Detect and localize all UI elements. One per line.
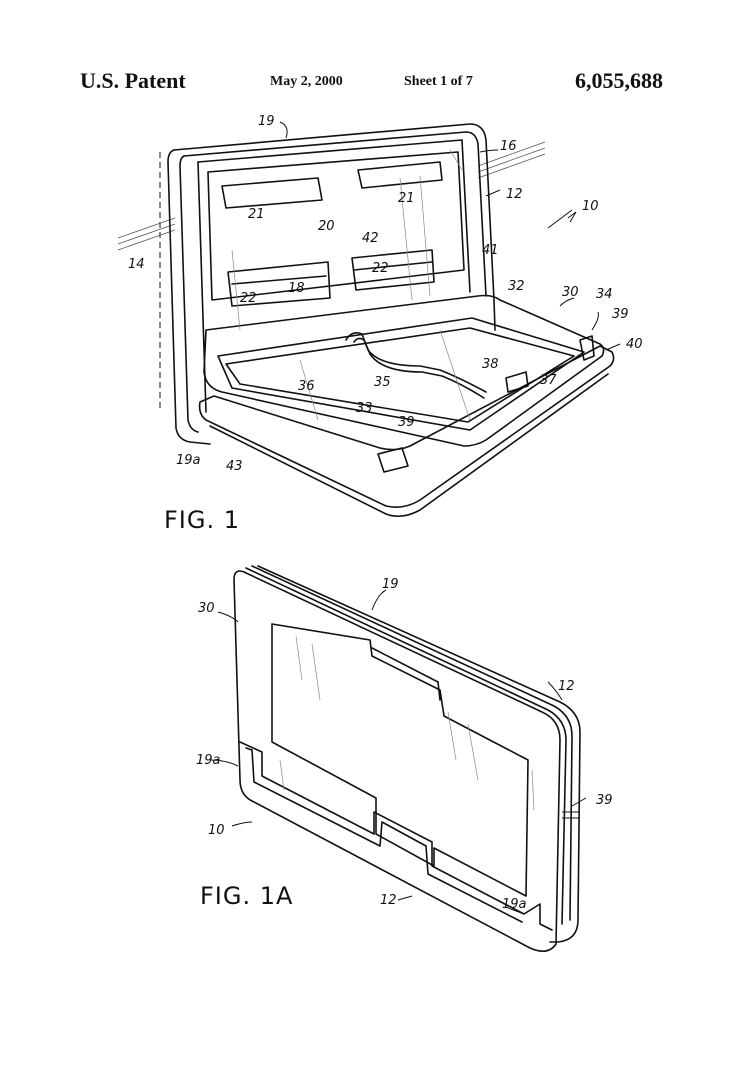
patent-header-sheet: Sheet 1 of 7 bbox=[404, 74, 473, 89]
safety-strap-35-inner bbox=[353, 337, 485, 399]
wall-hatching-right bbox=[477, 141, 546, 179]
bed-tray-outer bbox=[203, 294, 605, 447]
stepped-edge-19a bbox=[239, 741, 553, 931]
ref-1a-12-bottom: 12 bbox=[380, 893, 397, 908]
hinge-39-front bbox=[377, 447, 409, 473]
ref-14: 14 bbox=[128, 257, 145, 272]
ref-32: 32 bbox=[508, 279, 525, 294]
ref-22-right: 22 bbox=[372, 261, 389, 276]
ref-39-front: 39 bbox=[398, 415, 415, 430]
frame-layer-back-1 bbox=[245, 567, 567, 925]
ref-37: 37 bbox=[540, 373, 557, 388]
leader-lines-fig1 bbox=[279, 121, 621, 351]
ref-21-right: 21 bbox=[398, 191, 415, 206]
ref-20: 20 bbox=[318, 219, 335, 234]
frame-layer-back-3 bbox=[257, 565, 581, 943]
front-panel-30 bbox=[233, 570, 561, 952]
bed-tray-floor bbox=[225, 327, 575, 423]
ref-19: 19 bbox=[258, 114, 275, 129]
latch-38 bbox=[505, 371, 529, 393]
ref-40: 40 bbox=[626, 337, 643, 352]
frame-outer-left bbox=[167, 149, 211, 445]
hinge-39-right bbox=[579, 335, 595, 361]
figure-1-label: FIG. 1 bbox=[164, 506, 240, 534]
recess-edge-top bbox=[197, 139, 471, 293]
ref-1a-12: 12 bbox=[558, 679, 575, 694]
ref-42: 42 bbox=[362, 231, 379, 246]
base-plate-edge-43 bbox=[209, 373, 609, 518]
leader-arrow-10 bbox=[567, 211, 577, 223]
pocket-22-left-lip bbox=[231, 275, 327, 285]
slot-21-right bbox=[357, 161, 443, 189]
pocket-22-right bbox=[351, 249, 435, 291]
surface-shading bbox=[231, 149, 471, 421]
ref-16: 16 bbox=[500, 139, 517, 154]
slot-21-left bbox=[221, 177, 323, 209]
ref-12: 12 bbox=[506, 187, 523, 202]
back-panel-20 bbox=[207, 151, 465, 301]
ref-1a-30: 30 bbox=[198, 601, 215, 616]
figure-1-drawing: 19 16 12 10 21 21 20 42 41 14 22 18 22 3… bbox=[117, 114, 643, 534]
ref-36: 36 bbox=[298, 379, 315, 394]
edge-tick-39 bbox=[562, 811, 580, 819]
patent-header-date: May 2, 2000 bbox=[270, 74, 343, 89]
ref-19a: 19a bbox=[176, 453, 201, 468]
ref-1a-19a: 19a bbox=[196, 753, 221, 768]
ref-43: 43 bbox=[226, 459, 243, 474]
frame-inner-left bbox=[179, 155, 199, 433]
ref-1a-19: 19 bbox=[382, 577, 399, 592]
ref-33: 33 bbox=[356, 401, 373, 416]
patent-header-number: 6,055,688 bbox=[575, 68, 663, 93]
frame-layer-back-2 bbox=[251, 565, 573, 921]
patent-header-title: U.S. Patent bbox=[80, 68, 186, 93]
ref-35: 35 bbox=[374, 375, 391, 390]
ref-1a-10: 10 bbox=[208, 823, 225, 838]
frame-outer-top bbox=[173, 123, 496, 331]
ref-34: 34 bbox=[596, 287, 613, 302]
pocket-22-right-lip bbox=[353, 261, 433, 271]
window-notch bbox=[371, 647, 441, 701]
ref-1a-39: 39 bbox=[596, 793, 613, 808]
frame-inner-top bbox=[183, 131, 487, 297]
panel-shading bbox=[279, 635, 535, 811]
leader-lines-fig1a bbox=[209, 589, 587, 915]
ref-21-left: 21 bbox=[248, 207, 265, 222]
ref-39-right: 39 bbox=[612, 307, 629, 322]
ref-1a-19a-bottom: 19a bbox=[502, 897, 527, 912]
ref-38: 38 bbox=[482, 357, 499, 372]
ref-22-left: 22 bbox=[240, 291, 257, 306]
safety-strap-35 bbox=[345, 332, 487, 393]
pocket-22-left bbox=[227, 261, 331, 307]
figure-1a-drawing: 30 19 12 19a 39 10 12 19a FIG. 1A bbox=[196, 565, 613, 952]
bed-tray-inner-rim bbox=[217, 317, 585, 431]
window-cutout bbox=[271, 623, 529, 897]
stepped-edge-19a-inner bbox=[245, 747, 523, 923]
wall-hatching bbox=[117, 217, 176, 251]
ref-41: 41 bbox=[482, 243, 499, 258]
ref-30: 30 bbox=[562, 285, 579, 300]
figure-1a-label: FIG. 1A bbox=[200, 882, 293, 910]
ref-18: 18 bbox=[288, 281, 305, 296]
ref-10: 10 bbox=[582, 199, 599, 214]
